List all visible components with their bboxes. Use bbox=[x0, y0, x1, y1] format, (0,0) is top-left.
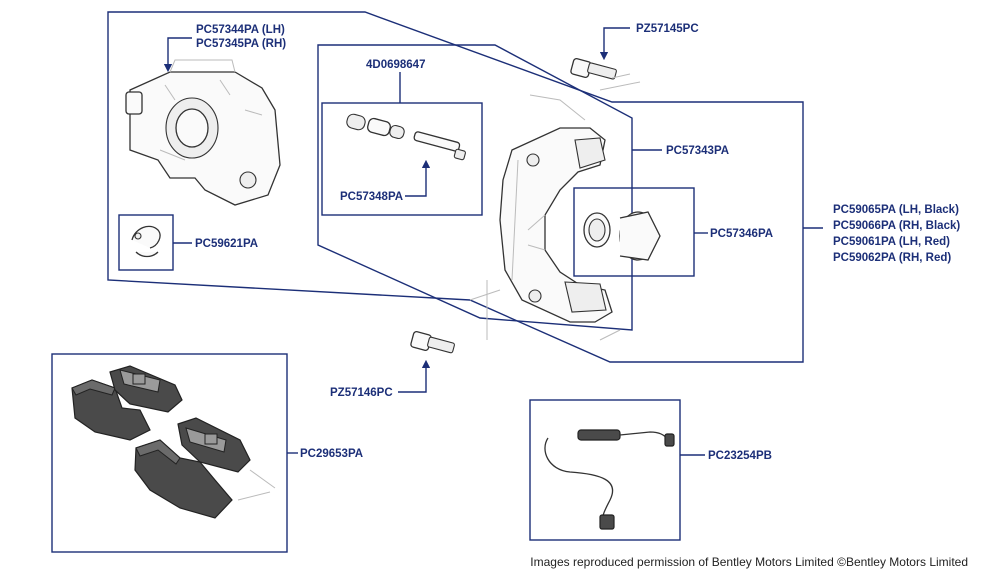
label-bolt-top[interactable]: PZ57145PC bbox=[636, 23, 699, 35]
label-guide-pins[interactable]: PC57348PA bbox=[340, 191, 403, 203]
bottom-bolt-leader bbox=[398, 359, 431, 393]
top-bolt-drawing bbox=[570, 57, 641, 91]
label-caliper-assy-4[interactable]: PC59062PA (RH, Red) bbox=[833, 252, 951, 264]
bottom-bolt-drawing bbox=[410, 280, 501, 354]
label-caliper-lh[interactable]: PC57344PA (LH) bbox=[196, 24, 285, 36]
image-credit: Images reproduced permission of Bentley … bbox=[530, 555, 968, 569]
wear-sensor-drawing bbox=[544, 429, 675, 530]
seals-drawing bbox=[583, 211, 661, 261]
guide-pins-drawing bbox=[346, 113, 466, 161]
carrier-outline bbox=[317, 44, 633, 331]
top-bolt-leader bbox=[599, 27, 630, 61]
label-caliper-assy-3[interactable]: PC59061PA (LH, Red) bbox=[833, 236, 950, 248]
label-seals[interactable]: PC57346PA bbox=[710, 228, 773, 240]
caliper-assembly-outline bbox=[107, 11, 804, 363]
label-carrier[interactable]: PC57343PA bbox=[666, 145, 729, 157]
label-caliper-assy-2[interactable]: PC59066PA (RH, Black) bbox=[833, 220, 960, 232]
label-wear-sensor[interactable]: PC23254PB bbox=[708, 450, 772, 462]
guide-pin-box bbox=[321, 102, 483, 216]
label-spring-clip[interactable]: PC59621PA bbox=[195, 238, 258, 250]
guide-pins-leader bbox=[405, 159, 431, 197]
seals-box bbox=[573, 187, 695, 277]
brake-pads-drawing bbox=[71, 365, 276, 519]
carrier-bracket-drawing bbox=[499, 94, 621, 341]
label-guide-kit[interactable]: 4D0698647 bbox=[366, 59, 425, 71]
label-pads[interactable]: PC29653PA bbox=[300, 448, 363, 460]
caliper-leader bbox=[163, 37, 192, 73]
wear-sensor-box bbox=[529, 399, 681, 541]
spring-clip-drawing bbox=[131, 225, 161, 258]
caliper-housing-drawing bbox=[125, 59, 281, 206]
label-bolt-bottom[interactable]: PZ57146PC bbox=[330, 387, 393, 399]
label-caliper-assy-1[interactable]: PC59065PA (LH, Black) bbox=[833, 204, 959, 216]
label-caliper-rh[interactable]: PC57345PA (RH) bbox=[196, 38, 286, 50]
